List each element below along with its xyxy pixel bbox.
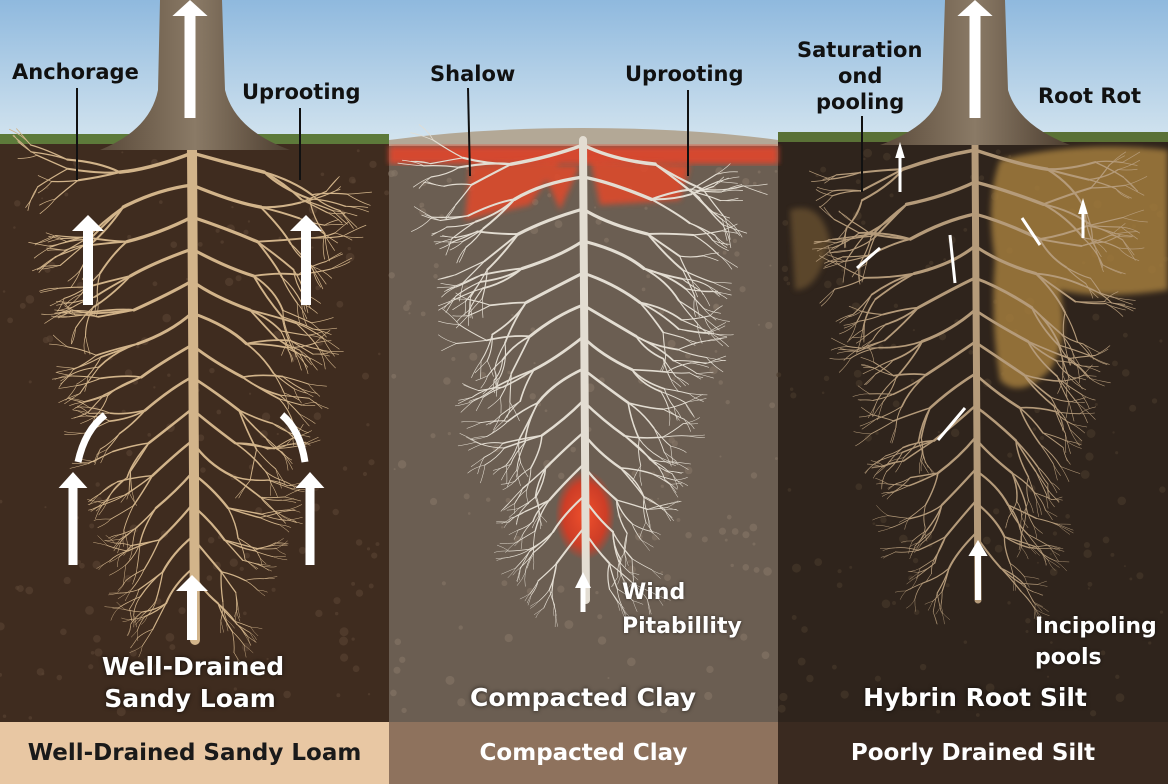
up-arrow: [975, 554, 981, 600]
pooling-patch: [790, 208, 830, 290]
callout-uprooting: Uprooting: [625, 62, 744, 86]
arrow-head-icon: [72, 215, 104, 231]
callout-anchorage: Anchorage: [12, 60, 139, 84]
note-line: Wind: [622, 580, 686, 605]
caption-line: Compacted Clay: [470, 683, 696, 712]
arrow-head-icon: [176, 575, 208, 591]
force-arrows: [58, 0, 1088, 640]
footer-label-loam: Well-Drained Sandy Loam: [0, 722, 389, 784]
flow-arrow: [856, 246, 881, 270]
callout-shallow: Shalow: [430, 62, 516, 86]
up-arrow: [301, 229, 311, 305]
footer-label-clay: Compacted Clay: [389, 722, 778, 784]
callout-saturation: Saturation: [797, 38, 923, 62]
up-arrow: [580, 586, 586, 612]
footer-label-silt: Poorly Drained Silt: [778, 722, 1168, 784]
arrow-head-icon: [575, 572, 591, 588]
curved-arrow: [279, 412, 309, 463]
callout-saturation: ond: [838, 64, 883, 88]
arrow-head-icon: [968, 540, 988, 556]
arrow-head-icon: [1078, 198, 1088, 214]
callout-root-rot: Root Rot: [1038, 84, 1142, 108]
note-line: Incipoling: [1035, 614, 1157, 639]
flow-arrow: [1020, 217, 1042, 246]
caption-line: Well-Drained: [101, 652, 285, 681]
callout-saturation: pooling: [816, 90, 905, 114]
illustration: [0, 0, 1168, 722]
note-line: Pitabillity: [622, 614, 742, 639]
up-arrow: [305, 486, 315, 565]
up-arrow: [969, 14, 981, 118]
pooling-patch: [991, 146, 1168, 388]
arrow-head-icon: [290, 215, 322, 231]
arrow-head-icon: [172, 0, 208, 16]
note-line: pools: [1035, 645, 1102, 670]
leader-lines: [76, 87, 863, 192]
caption-line: Sandy Loam: [104, 684, 276, 713]
root-systems: [9, 124, 1148, 665]
flow-arrow: [936, 407, 967, 441]
arrow-head-icon: [58, 472, 88, 488]
flow-arrow: [948, 234, 957, 284]
up-arrow: [83, 229, 93, 305]
shallow-stress-zone: [465, 160, 690, 220]
callout-uprooting: Uprooting: [242, 80, 361, 104]
arrow-head-icon: [895, 142, 905, 158]
up-arrow: [898, 156, 902, 192]
arrow-head-icon: [295, 472, 325, 488]
up-arrow: [1081, 212, 1085, 238]
up-arrow: [68, 486, 78, 565]
up-arrow: [187, 589, 197, 640]
arrow-head-icon: [957, 0, 993, 16]
caption-line: Hybrin Root Silt: [863, 683, 1087, 712]
curved-arrow: [74, 412, 108, 463]
up-arrow: [184, 14, 196, 118]
